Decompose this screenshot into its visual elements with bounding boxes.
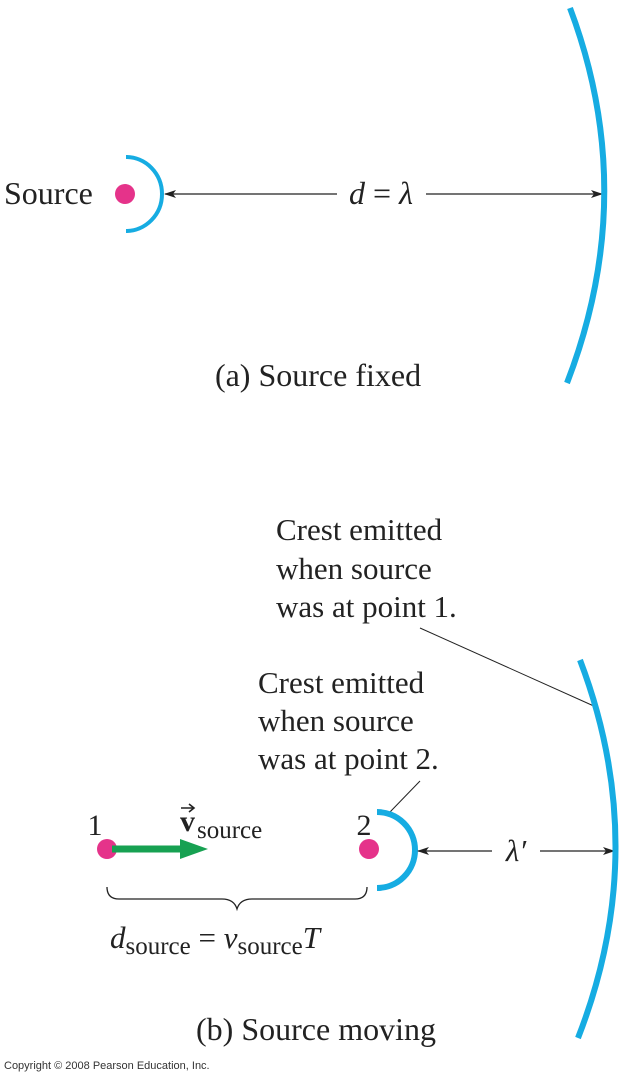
velocity-label: v source: [180, 803, 262, 844]
distance-brace: [106, 886, 368, 912]
source-dot-2: [359, 839, 379, 859]
velocity-arrow-head: [180, 839, 208, 859]
copyright-notice: Copyright © 2008 Pearson Education, Inc.: [4, 1060, 210, 1072]
part-b: Crest emitted when source was at point 1…: [88, 512, 619, 1047]
part-a: Source d = λ (a) Source fixed: [4, 6, 608, 393]
dsource-formula: dsource = vsourceT: [110, 920, 323, 960]
crest-large-a: [564, 6, 608, 385]
crest2-leader-line: [389, 780, 421, 813]
source-dot-1: [97, 839, 117, 859]
velocity-symbol: v: [180, 805, 195, 838]
velocity-subscript: source: [197, 817, 262, 844]
crest1-leader-line: [419, 627, 597, 708]
crest-small-b: [376, 809, 418, 891]
source-dot-a: [115, 184, 135, 204]
crest-small-a: [125, 155, 164, 233]
vector-arrow-mark: [181, 803, 196, 813]
caption-a: (a) Source fixed: [215, 357, 421, 393]
caption-b: (b) Source moving: [196, 1011, 436, 1047]
point1-label: 1: [88, 809, 103, 842]
crest-large-b: [575, 658, 619, 1040]
lambda-prime-label: λ′: [505, 833, 527, 868]
crest1-annotation: Crest emitted when source was at point 1…: [276, 512, 457, 624]
source-label: Source: [4, 175, 93, 211]
crest2-annotation: Crest emitted when source was at point 2…: [258, 665, 439, 776]
distance-label-a: d = λ: [349, 175, 413, 211]
point2-label: 2: [357, 809, 372, 842]
